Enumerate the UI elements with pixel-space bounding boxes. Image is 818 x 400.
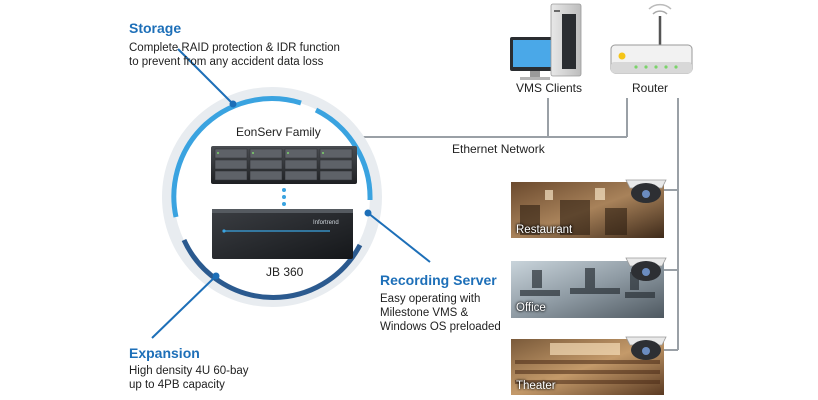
storage-callout-line [177, 48, 234, 105]
storage-title: Storage [129, 20, 182, 36]
expansion-arc [181, 238, 363, 300]
dome-camera-icon-office [625, 257, 667, 281]
restaurant-label: Restaurant [516, 224, 573, 236]
theater-photo [511, 339, 664, 395]
dome-camera-icon-restaurant [625, 179, 667, 203]
expansion-callout-line [151, 275, 217, 339]
storage-desc-line: Complete RAID protection & IDR function [129, 42, 340, 54]
more-models-dots [282, 188, 286, 206]
office-label: Office [516, 302, 546, 314]
recording-server-title: Recording Server [380, 272, 497, 288]
recording-server-description: Easy operating with Milestone VMS & Wind… [380, 292, 501, 334]
vms-client-monitor-icon [510, 37, 560, 80]
jb360-jbod-icon [212, 209, 353, 259]
theater-label: Theater [516, 380, 556, 392]
storage-description: Complete RAID protection & IDR function … [129, 41, 340, 69]
ethernet-network-label: Ethernet Network [452, 142, 545, 156]
dome-camera-icon-theater [625, 336, 667, 360]
recording-desc-line: Milestone VMS & [380, 307, 469, 319]
vms-client-tower-icon [550, 3, 582, 77]
recording-desc-line: Windows OS preloaded [380, 321, 501, 333]
storage-callout-dot [229, 100, 237, 108]
recording-callout-line [367, 212, 431, 263]
expansion-callout-dot [212, 272, 220, 280]
storage-arc [171, 96, 302, 218]
expansion-desc-line: up to 4PB capacity [129, 379, 225, 391]
recording-desc-line: Easy operating with [380, 293, 481, 305]
jbod-brand-text: Infortrend [313, 220, 339, 226]
eonserv-server-icon [211, 146, 357, 184]
jb360-label: JB 360 [266, 265, 304, 279]
eonserv-family-label: EonServ Family [236, 125, 321, 139]
vms-clients-label: VMS Clients [516, 81, 583, 95]
recording-callout-dot [364, 209, 372, 217]
expansion-desc-line: High density 4U 60-bay [129, 365, 249, 377]
expansion-description: High density 4U 60-bay up to 4PB capacit… [129, 364, 249, 392]
storage-desc-line: to prevent from any accident data loss [129, 56, 324, 68]
router-label: Router [632, 81, 669, 95]
router-icon [610, 3, 693, 74]
expansion-title: Expansion [129, 345, 200, 361]
